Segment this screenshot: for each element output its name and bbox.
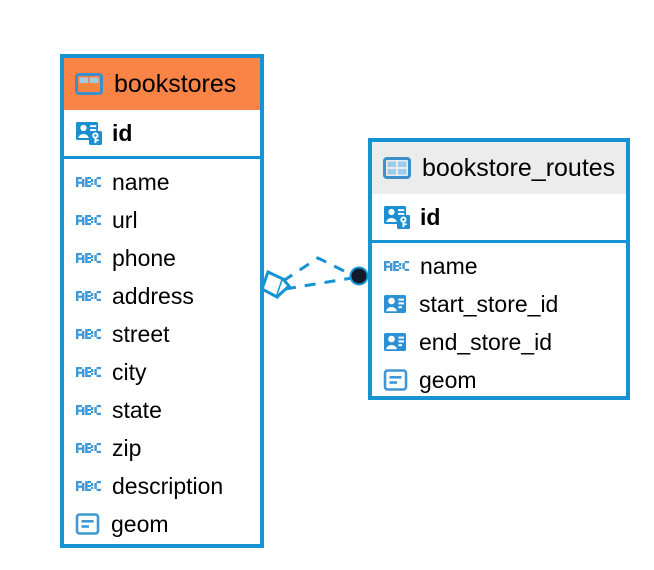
field-row-description[interactable]: description xyxy=(64,467,260,505)
field-name: name xyxy=(420,252,478,279)
fields-section-bookstores: name u xyxy=(64,159,260,549)
field-name: id xyxy=(112,119,133,146)
field-row-name[interactable]: name xyxy=(372,247,626,285)
primary-key-icon xyxy=(383,204,410,230)
field-row-state[interactable]: state xyxy=(64,391,260,429)
text-field-icon xyxy=(75,364,102,380)
text-field-icon xyxy=(75,174,102,190)
relationship-line-2 xyxy=(284,276,353,291)
field-row-end-store-id[interactable]: end_store_id xyxy=(372,323,626,361)
field-name: url xyxy=(112,206,138,233)
field-row-name[interactable]: name xyxy=(64,163,260,201)
table-bookstore-routes[interactable]: bookstore_routes xyxy=(368,138,630,400)
text-field-icon xyxy=(75,288,102,304)
field-row-geom[interactable]: geom xyxy=(372,361,626,399)
table-header-bookstore-routes[interactable]: bookstore_routes xyxy=(372,142,626,194)
text-field-icon xyxy=(75,212,102,228)
filled-circle-endpoint-icon xyxy=(349,266,369,286)
table-title: bookstore_routes xyxy=(422,153,616,182)
primary-key-section-bookstores: id xyxy=(64,110,260,159)
text-field-icon xyxy=(75,440,102,456)
table-icon xyxy=(75,72,103,96)
field-name: state xyxy=(112,396,162,423)
field-row-zip[interactable]: zip xyxy=(64,429,260,467)
field-row-geom[interactable]: geom xyxy=(64,505,260,543)
field-name: description xyxy=(112,472,224,499)
field-row-street[interactable]: street xyxy=(64,315,260,353)
field-row-url[interactable]: url xyxy=(64,201,260,239)
field-name: end_store_id xyxy=(419,328,552,355)
field-row-id[interactable]: id xyxy=(64,110,260,156)
text-field-icon xyxy=(75,250,102,266)
table-icon xyxy=(383,156,411,180)
foreign-key-icon xyxy=(383,331,409,353)
table-title: bookstores xyxy=(114,69,237,98)
field-row-phone[interactable]: phone xyxy=(64,239,260,277)
field-name: zip xyxy=(112,434,142,461)
table-header-bookstores[interactable]: bookstores xyxy=(64,58,260,110)
field-name: city xyxy=(112,358,147,385)
field-name: street xyxy=(112,320,170,347)
rhombus-endpoint-icon xyxy=(260,269,292,300)
field-name: geom xyxy=(111,510,169,537)
geometry-field-icon xyxy=(75,512,101,536)
fields-section-bookstore-routes: name start_store_id xyxy=(372,243,626,405)
field-name: name xyxy=(112,168,170,195)
field-name: address xyxy=(112,282,194,309)
foreign-key-icon xyxy=(383,293,409,315)
text-field-icon xyxy=(75,402,102,418)
primary-key-section-bookstore-routes: id xyxy=(372,194,626,243)
text-field-icon xyxy=(383,258,410,274)
field-row-id[interactable]: id xyxy=(372,194,626,240)
table-bookstores[interactable]: bookstores xyxy=(60,54,264,548)
text-field-icon xyxy=(75,326,102,342)
text-field-icon xyxy=(75,478,102,494)
field-name: phone xyxy=(112,244,176,271)
field-name: id xyxy=(420,203,441,230)
field-row-start-store-id[interactable]: start_store_id xyxy=(372,285,626,323)
geometry-field-icon xyxy=(383,368,409,392)
field-name: start_store_id xyxy=(419,290,559,317)
field-row-address[interactable]: address xyxy=(64,277,260,315)
relationship-line-1 xyxy=(282,256,353,283)
field-name: geom xyxy=(419,366,477,393)
field-row-city[interactable]: city xyxy=(64,353,260,391)
primary-key-icon xyxy=(75,120,102,146)
